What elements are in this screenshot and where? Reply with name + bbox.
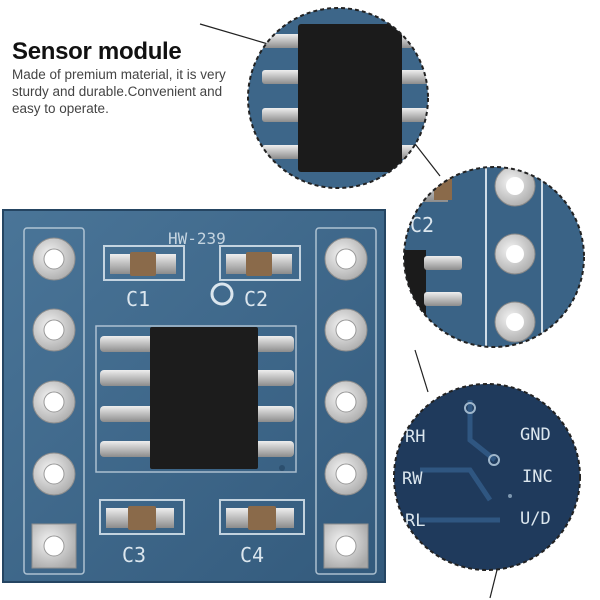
label-c3: C3	[122, 543, 146, 567]
left-pin-pads	[31, 237, 77, 569]
right-pin-pads	[323, 237, 369, 569]
chip-pins-left	[100, 336, 160, 457]
board-model-label: HW-239	[168, 229, 226, 248]
callout-line-bottom	[414, 349, 429, 393]
zoom-view-pin-labels: GND INC U/D RH RW RL	[393, 383, 581, 571]
zoom-label-rl: RL	[405, 511, 425, 531]
zoom-label-ud: U/D	[520, 509, 551, 529]
capacitor-c3	[99, 499, 185, 535]
left-header-outline	[23, 227, 85, 575]
via-ring	[210, 282, 234, 306]
label-c4: C4	[240, 543, 264, 567]
zoom-label-gnd: GND	[520, 425, 551, 445]
zoom-view-chip	[247, 7, 429, 189]
via-small	[279, 465, 285, 471]
ic-chip	[150, 327, 258, 469]
zoom-label-rw: RW	[402, 469, 423, 489]
right-header-outline	[315, 227, 377, 575]
callout-line-middle	[411, 139, 441, 177]
callout-line-top	[199, 23, 269, 45]
zoom-label-inc: INC	[522, 467, 553, 487]
chip-silkscreen	[95, 325, 297, 473]
callout-line-bottom-tail	[489, 569, 498, 599]
product-title: Sensor module	[12, 38, 182, 65]
product-description: Made of premium material, it is very stu…	[12, 67, 226, 116]
capacitor-c1	[103, 245, 185, 281]
zoom-label-rh: RH	[405, 427, 425, 447]
label-c1: C1	[126, 287, 150, 311]
capacitor-c2	[219, 245, 301, 281]
capacitor-c4	[219, 499, 305, 535]
label-c2: C2	[244, 287, 268, 311]
zoom-view-capacitor: C2	[403, 166, 585, 348]
pcb-board: HW-239 C1 C2	[2, 209, 386, 583]
